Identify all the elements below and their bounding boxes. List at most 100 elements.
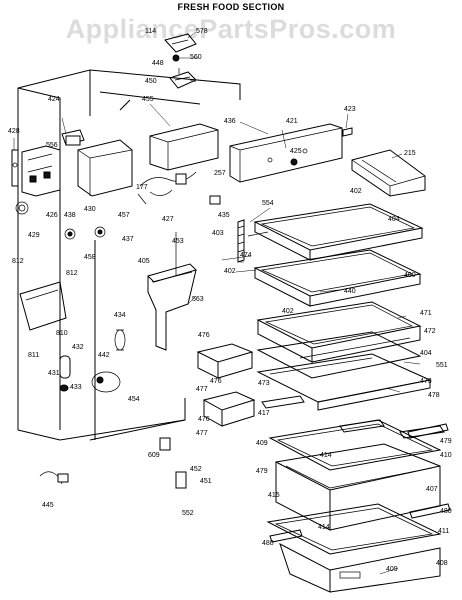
callout-453: 453: [172, 238, 184, 245]
callout-551: 551: [436, 362, 448, 369]
callout-414-lower: 414: [318, 524, 330, 531]
left-side-parts: [15, 201, 187, 489]
crisper-cover: [256, 301, 422, 363]
callout-411: 411: [438, 528, 450, 535]
callout-563: 563: [192, 296, 204, 303]
callout-457: 457: [118, 212, 130, 219]
callout-560: 560: [190, 54, 202, 61]
callout-552: 552: [182, 510, 194, 517]
callout-476-lower: 476: [198, 416, 210, 423]
watermark: AppliancePartsPros.com: [65, 14, 397, 44]
callout-434: 434: [114, 312, 126, 319]
shelf-slide: [256, 353, 432, 411]
callout-554: 554: [262, 200, 274, 207]
callout-429: 429: [28, 232, 40, 239]
lower-pan: [266, 503, 442, 593]
thermostat-housing: [11, 129, 133, 197]
callout-473-right: 473: [420, 378, 432, 385]
callout-403: 403: [212, 230, 224, 237]
callout-609: 609: [148, 452, 160, 459]
callout-427: 427: [162, 216, 174, 223]
cabinet-liner: [17, 69, 241, 441]
callout-409-lower: 409: [386, 566, 398, 573]
callout-442: 442: [98, 352, 110, 359]
callout-430: 430: [84, 206, 96, 213]
callout-455: 455: [142, 96, 154, 103]
callout-425: 425: [290, 148, 302, 155]
callout-407: 407: [426, 486, 438, 493]
callout-445: 445: [42, 502, 54, 509]
callout-408: 408: [436, 560, 448, 567]
callout-424: 424: [48, 96, 60, 103]
callout-433: 433: [70, 384, 82, 391]
callout-476-upper: 476: [198, 332, 210, 339]
callout-402-mid: 402: [224, 268, 236, 275]
light-socket-assembly: [164, 33, 197, 89]
callout-438: 438: [64, 212, 76, 219]
callout-402-low: 402: [282, 308, 294, 315]
callout-431: 431: [48, 370, 60, 377]
pan-slides: [269, 423, 451, 543]
callout-476-mid: 476: [210, 378, 222, 385]
callout-404-lower: 404: [420, 350, 432, 357]
callout-479-right: 479: [440, 438, 452, 445]
callout-404-upper: 404: [388, 216, 400, 223]
callout-440: 440: [344, 288, 356, 295]
callout-414-upper: 414: [320, 452, 332, 459]
callout-421: 421: [286, 118, 298, 125]
callout-477-lower: 477: [196, 430, 208, 437]
callout-177: 177: [136, 184, 148, 191]
callout-479-left: 479: [256, 468, 268, 475]
meat-tray-lower: [202, 391, 256, 427]
upper-pan: [268, 419, 442, 531]
rails: [261, 395, 445, 439]
callout-432: 432: [72, 344, 84, 351]
callout-556: 556: [46, 142, 58, 149]
control-panel-assembly: [149, 123, 353, 183]
callout-812-right: 812: [66, 270, 78, 277]
callout-451: 451: [200, 478, 212, 485]
callout-426: 426: [46, 212, 58, 219]
callout-480-right: 480: [440, 508, 452, 515]
callout-215: 215: [404, 150, 416, 157]
callout-811: 811: [28, 352, 40, 359]
callout-472: 472: [424, 328, 436, 335]
callout-812-left: 812: [12, 258, 24, 265]
callout-478: 478: [428, 392, 440, 399]
callout-417: 417: [258, 410, 270, 417]
diagram-title: FRESH FOOD SECTION: [177, 2, 285, 12]
callout-477-upper: 477: [196, 386, 208, 393]
callout-474: 474: [240, 252, 252, 259]
callout-257: 257: [214, 170, 226, 177]
shelf-support-channel: [147, 263, 197, 351]
glass-shelf-upper: [247, 203, 424, 261]
leader-lines: [13, 31, 421, 575]
callout-450: 450: [145, 78, 157, 85]
callout-578: 578: [196, 28, 208, 35]
meat-tray-upper: [196, 343, 254, 379]
callout-410: 410: [440, 452, 452, 459]
glass-shelf-middle: [253, 249, 422, 307]
callout-452: 452: [190, 466, 202, 473]
callout-436: 436: [224, 118, 236, 125]
shelf-ladder: [175, 219, 245, 276]
callout-423: 423: [344, 106, 356, 113]
callout-405: 405: [138, 258, 150, 265]
callout-810: 810: [56, 330, 68, 337]
callout-400: 400: [404, 272, 416, 279]
wiring-harness: [137, 171, 221, 205]
callout-428: 428: [8, 128, 20, 135]
callout-480-left: 480: [262, 540, 274, 547]
callout-471-right: 471: [420, 310, 432, 317]
callout-437: 437: [122, 236, 134, 243]
dairy-bin: [351, 149, 426, 197]
callout-435: 435: [218, 212, 230, 219]
callout-114: 114: [145, 28, 157, 35]
callout-454: 454: [128, 396, 140, 403]
callout-473-left: 473: [258, 380, 270, 387]
callout-448: 448: [152, 60, 164, 67]
crisper-frame: [256, 331, 422, 379]
callout-402-top: 402: [350, 188, 362, 195]
